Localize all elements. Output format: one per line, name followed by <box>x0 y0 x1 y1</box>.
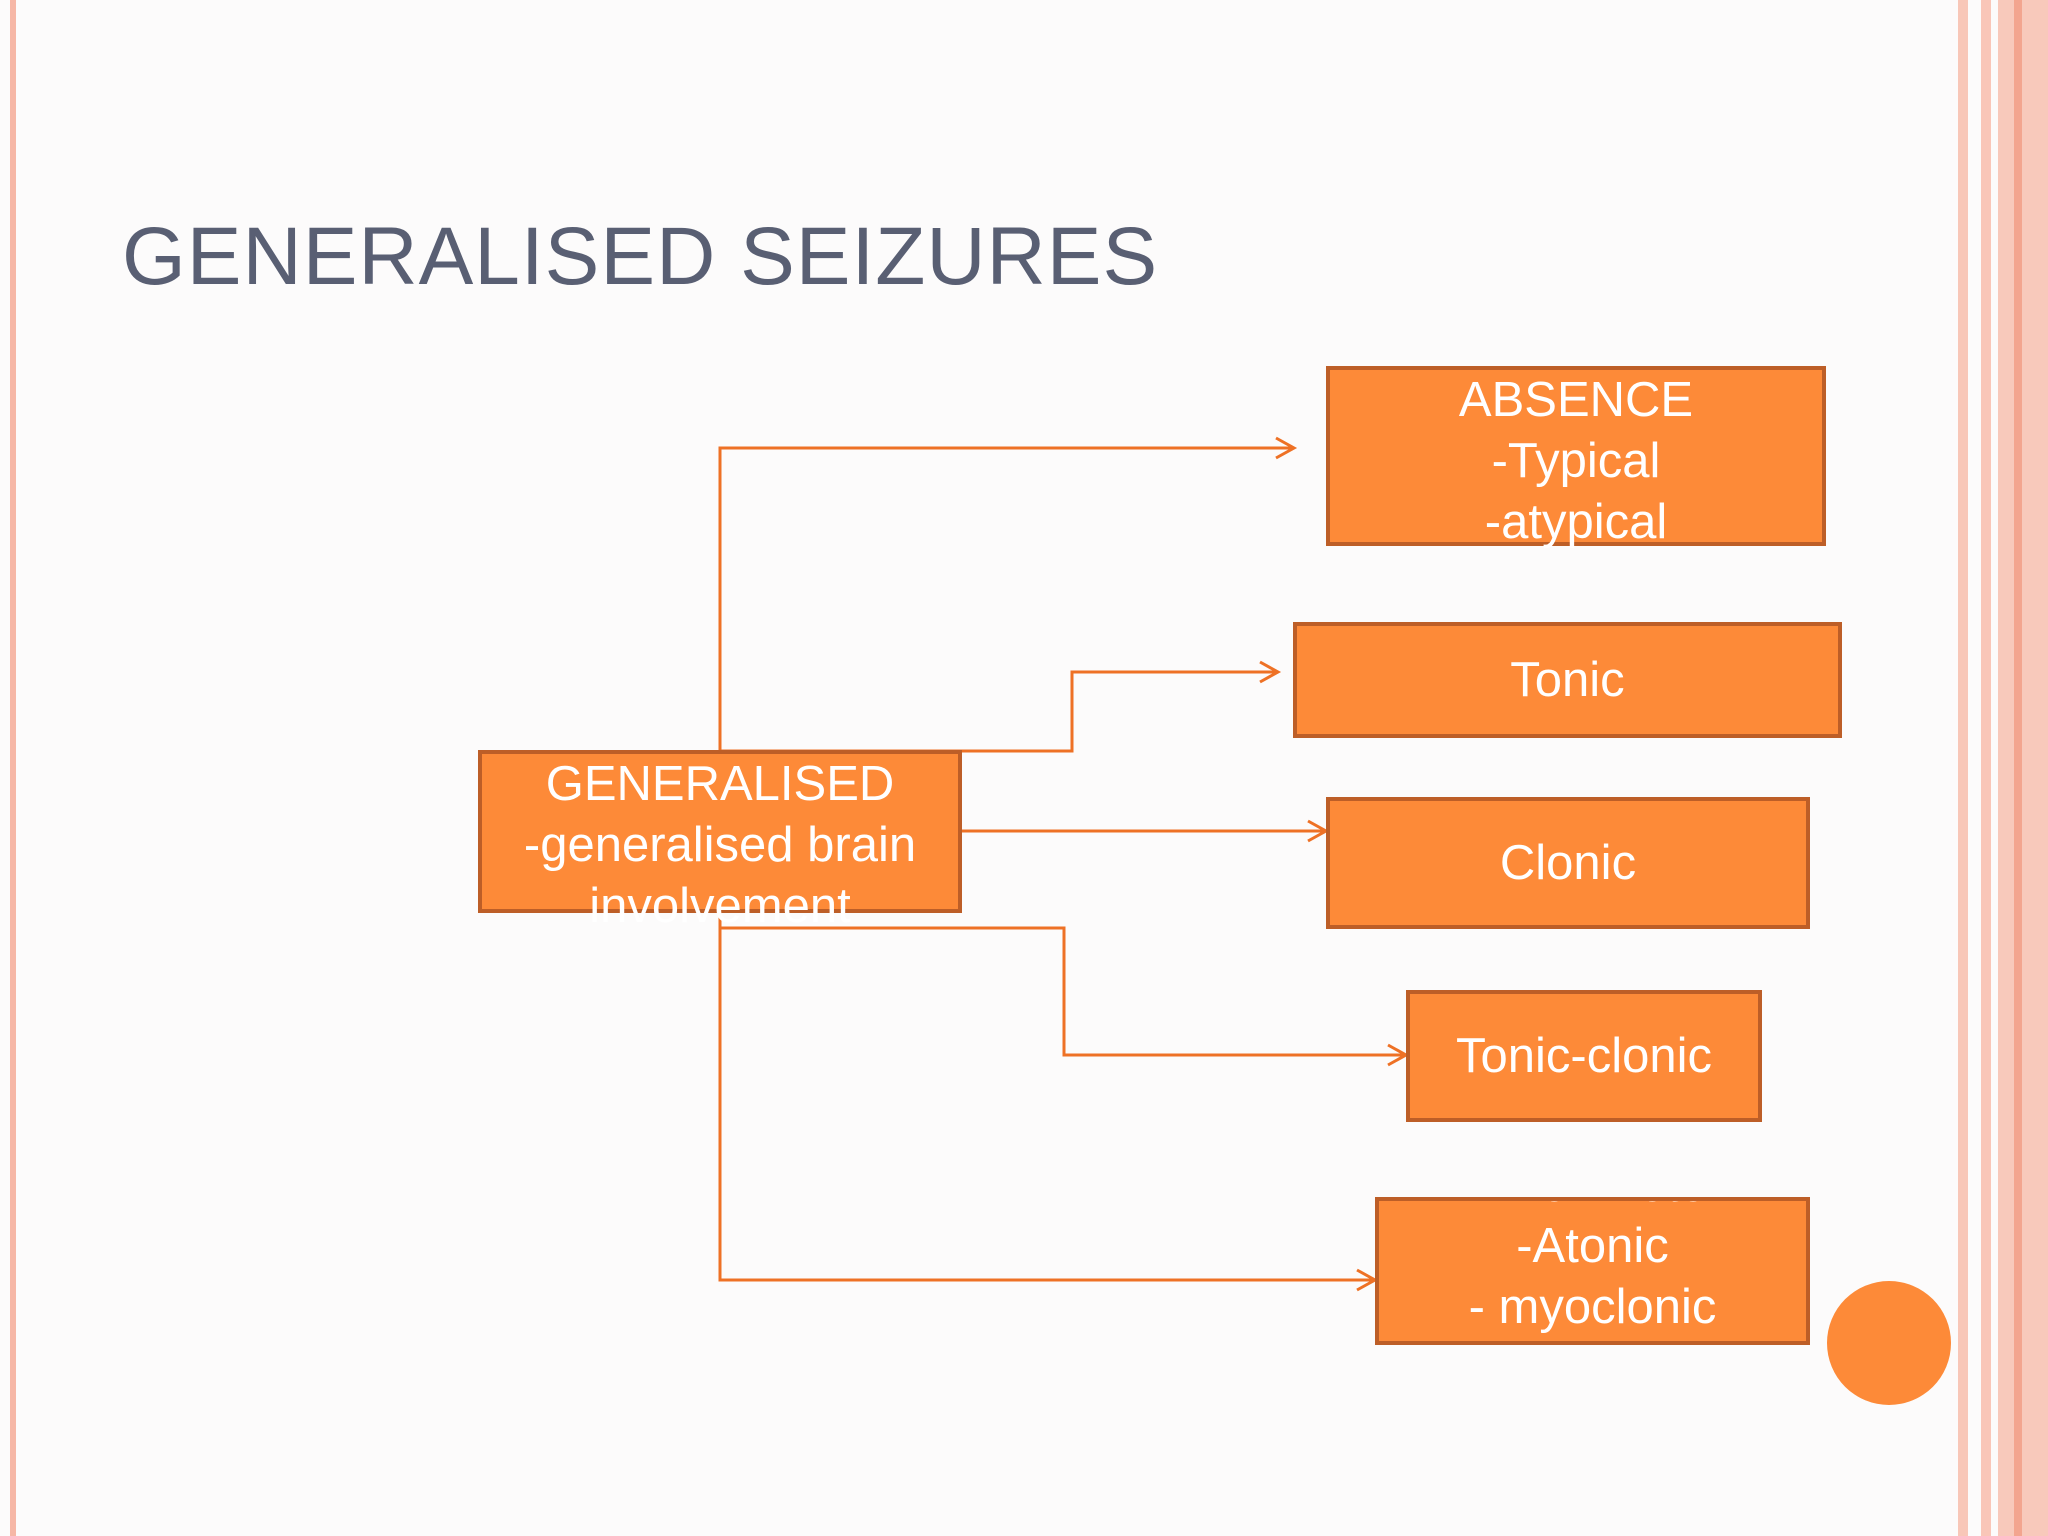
generalised-node: GENERALISED -generalised brain involveme… <box>478 750 962 933</box>
tonic-clonic-node: Tonic-clonic <box>1406 990 1762 1122</box>
right-border-stripe <box>1981 0 1991 1536</box>
minor-motor-node-line: -Atonic <box>1516 1219 1669 1273</box>
absence-node-line: -atypical <box>1484 495 1668 549</box>
absence-node-title: ABSENCE <box>1458 373 1694 427</box>
clonic-node-label: Clonic <box>1499 835 1637 890</box>
minor-motor-node: Minor motor -Atonic - myoclonic <box>1375 1197 1810 1345</box>
absence-node-line: -Typical <box>1491 434 1661 488</box>
slide-title: GENERALISED SEIZURES <box>122 211 1159 302</box>
arrowhead-absence <box>1275 436 1298 460</box>
minor-motor-node-line: - myoclonic <box>1468 1280 1717 1334</box>
minor-motor-node-title: Minor motor <box>1462 1201 1723 1216</box>
tonic-clonic-node-label: Tonic-clonic <box>1456 1028 1712 1083</box>
right-border-stripe <box>2014 0 2022 1536</box>
left-border-stripe <box>10 0 16 1536</box>
generalised-node-title: GENERALISED <box>545 757 895 811</box>
connector-to-tonic <box>720 670 1276 753</box>
tonic-node-label: Tonic <box>1510 652 1625 707</box>
generalised-node-line: -generalised brain <box>523 818 917 872</box>
arrowhead-tonic <box>1259 660 1282 684</box>
clonic-node: Clonic <box>1326 797 1810 929</box>
connector-to-absence <box>718 446 1292 750</box>
generalised-node-line: involvement <box>589 879 851 933</box>
right-border-band <box>1998 0 2048 1536</box>
connector-to-minor-motor <box>718 913 1373 1282</box>
right-border-stripe <box>1958 0 1968 1536</box>
decorative-circle <box>1827 1281 1951 1405</box>
minor-motor-node-text: Minor motor -Atonic - myoclonic <box>1462 1201 1723 1338</box>
tonic-node: Tonic <box>1293 622 1842 738</box>
absence-node: ABSENCE -Typical -atypical <box>1326 366 1826 549</box>
